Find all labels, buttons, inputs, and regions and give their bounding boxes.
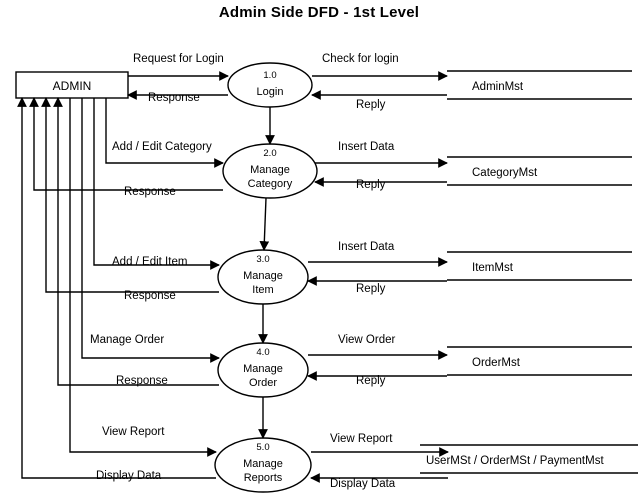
flow-label-response-order: Response [116,375,168,387]
process-3-number: 3.0 [256,254,269,265]
flow-label-reply-itemmst: Reply [356,283,386,295]
flow-label-check-for-login: Check for login [322,53,399,65]
flow-label-response-login: Response [148,92,200,104]
flow-label-add-edit-item: Add / Edit Item [112,256,188,268]
process-5-label-line1: Manage [243,458,283,470]
flow-response-category [29,97,223,191]
process-2-label-line1: Manage [250,164,290,176]
flow-label-insert-data-item: Insert Data [338,241,395,253]
flow-label-manage-order: Manage Order [90,334,165,346]
flow-category-to-item [259,197,270,251]
flow-manage-order [81,98,220,363]
datastore-adminmst-label: AdminMst [472,81,524,93]
flow-label-view-order: View Order [338,334,396,346]
flow-label-reply-ordermst: Reply [356,375,386,387]
external-entity-admin-label: ADMIN [53,79,92,93]
external-entity-admin [15,71,129,99]
flow-label-view-report-store: View Report [330,433,393,445]
flow-label-view-report-admin: View Report [102,426,165,438]
process-3-label-line2: Item [252,284,273,296]
process-3-label-line1: Manage [243,270,283,282]
flow-label-display-data-admin: Display Data [96,470,162,482]
datastore-itemmst [447,251,632,281]
flow-view-report-admin [69,98,217,457]
datastore-reports-label: UserMSt / OrderMSt / PaymentMst [426,455,604,467]
datastore-userordermpaymentmst [420,444,638,474]
flow-label-reply-categorymst: Reply [356,179,386,191]
flow-label-add-edit-category: Add / Edit Category [112,141,212,153]
process-1-label: Login [257,86,284,98]
flow-label-response-category: Response [124,186,176,198]
datastore-itemmst-label: ItemMst [472,262,514,274]
process-4-label-line1: Manage [243,363,283,375]
flow-display-data-admin [17,97,216,479]
process-4-number: 4.0 [256,347,269,358]
flow-label-display-data-store: Display Data [330,478,396,490]
flow-response-order [53,97,219,386]
flow-label-reply-adminmst: Reply [356,99,386,111]
flow-response-item [41,97,219,293]
datastore-categorymst [447,156,632,186]
datastore-ordermst-label: OrderMst [472,357,521,369]
datastore-ordermst [447,346,632,376]
process-2-label-line2: Category [248,178,293,190]
flow-add-edit-category [105,98,224,168]
datastore-adminmst [447,70,632,100]
page-title: Admin Side DFD - 1st Level [218,4,420,21]
process-5-number: 5.0 [256,442,269,453]
flow-add-edit-item [93,98,220,270]
process-5-label-line2: Reports [244,472,283,484]
process-4-label-line2: Order [249,377,277,389]
flow-label-insert-data-category: Insert Data [338,141,395,153]
process-1-number: 1.0 [263,70,276,81]
process-2-number: 2.0 [263,148,276,159]
flow-label-response-item: Response [124,290,176,302]
datastore-categorymst-label: CategoryMst [472,167,538,179]
flow-label-request-for-login: Request for Login [133,53,224,65]
